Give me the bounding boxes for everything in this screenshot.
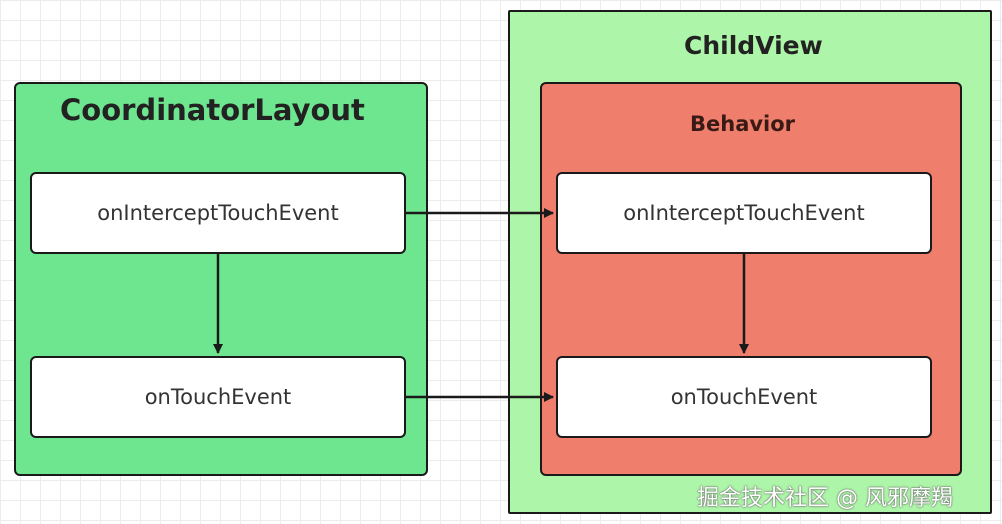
behavior-title: Behavior	[690, 112, 796, 136]
coordinator-intercept-node: onInterceptTouchEvent	[30, 172, 406, 254]
coordinator-touch-node: onTouchEvent	[30, 356, 406, 438]
behavior-intercept-node: onInterceptTouchEvent	[556, 172, 932, 254]
coordinator-layout-title: CoordinatorLayout	[60, 93, 365, 127]
watermark: 掘金技术社区 @ 风邪摩羯	[697, 486, 953, 511]
behavior-touch-node: onTouchEvent	[556, 356, 932, 438]
child-view-title: ChildView	[684, 31, 823, 60]
